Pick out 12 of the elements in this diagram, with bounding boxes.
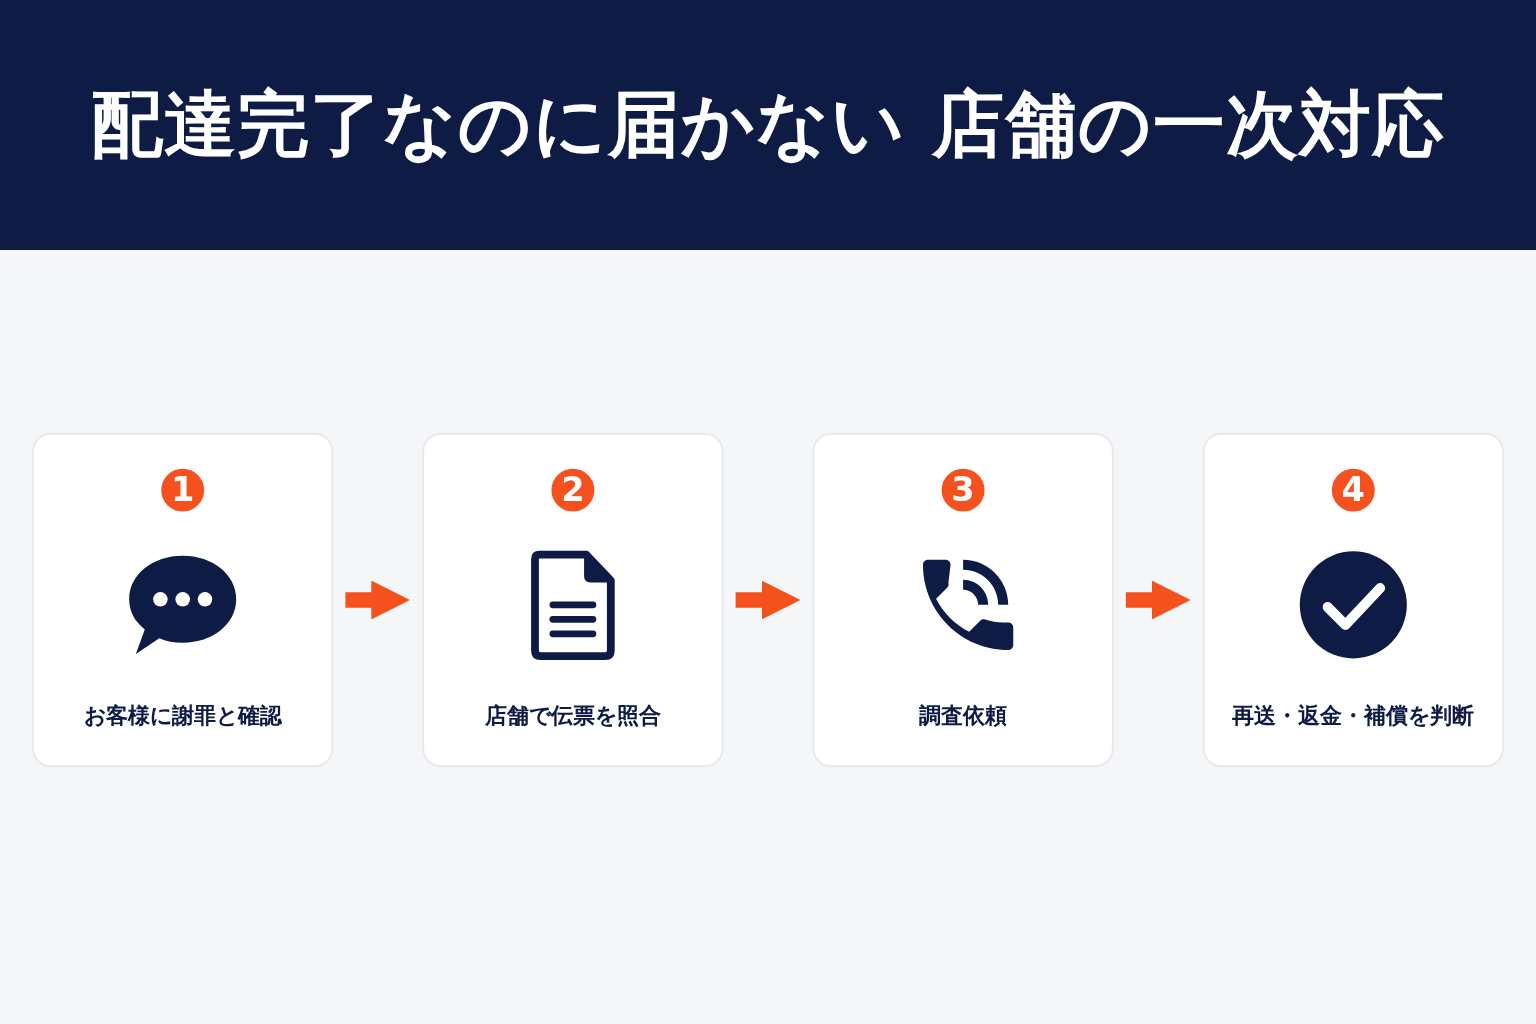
step-number: 4 [1331,468,1375,512]
step-number: 2 [551,468,595,512]
step-text: お客様に謝罪と確認 [83,702,282,728]
arrow [1125,580,1191,620]
arrow [345,580,411,620]
step-text: 店舗で伝票を照合 [484,702,662,728]
step-number: 3 [941,468,985,512]
step-text: 調査依頼 [919,702,1008,728]
title: 配達完了なのに届かない 店舗の一次対応 [90,81,1446,168]
step-text: 再送・返金・補償を判断 [1232,702,1475,728]
step-number: 1 [161,468,205,512]
arrow [735,580,801,620]
